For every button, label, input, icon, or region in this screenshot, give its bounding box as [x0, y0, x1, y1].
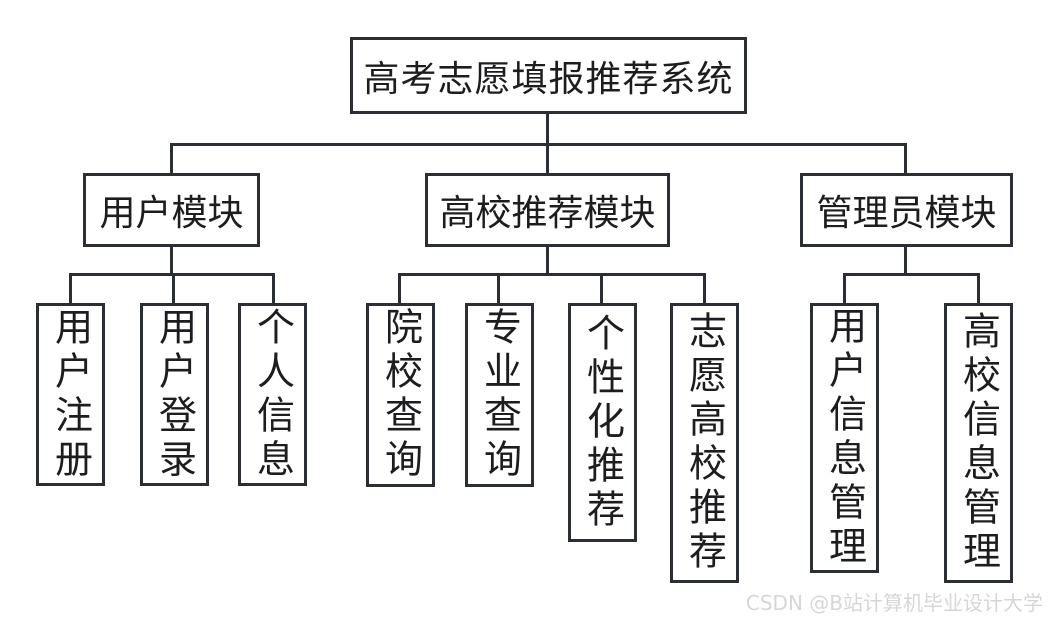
connector-drop-college-query [398, 273, 401, 303]
node-personalized-recommend: 个性化推荐 [568, 303, 637, 542]
connector-level1-bar [170, 143, 907, 146]
node-college-info-manage: 高校信息管理 [944, 303, 1013, 583]
csdn-watermark: CSDN @B站计算机毕业设计大学 [745, 591, 1043, 615]
connector-drop-rec-module [546, 143, 549, 173]
node-user-info-manage-label: 用户信息管理 [822, 306, 867, 570]
node-module-user-label: 用户模块 [99, 193, 244, 234]
node-personal-info-label: 个人信息 [250, 306, 295, 483]
node-module-admin: 管理员模块 [800, 173, 1013, 247]
connector-drop-user-register [69, 273, 72, 303]
node-volunteer-college-recommend: 志愿高校推荐 [670, 303, 739, 583]
connector-drop-personalized [600, 273, 603, 303]
connector-drop-admin-module [904, 143, 907, 173]
node-module-user: 用户模块 [83, 173, 260, 247]
node-user-info-manage: 用户信息管理 [810, 303, 879, 573]
connector-admin-bar [843, 273, 980, 276]
node-root-system: 高考志愿填报推荐系统 [350, 37, 747, 114]
connector-drop-college-info-manage [977, 273, 980, 303]
node-user-register: 用户注册 [36, 303, 105, 486]
connector-rec-stem [546, 247, 549, 276]
node-user-register-label: 用户注册 [48, 306, 93, 483]
node-volunteer-college-recommend-label: 志愿高校推荐 [682, 311, 727, 575]
node-user-login: 用户登录 [140, 303, 209, 486]
connector-user-stem [170, 247, 173, 276]
node-personalized-recommend-label: 个性化推荐 [580, 312, 625, 533]
node-major-query: 专业查询 [465, 303, 534, 487]
node-root-label: 高考志愿填报推荐系统 [363, 58, 734, 100]
connector-drop-volunteer-recommend [703, 273, 706, 303]
connector-rec-bar [398, 273, 706, 276]
node-major-query-label: 专业查询 [477, 307, 522, 483]
node-module-recommendation-label: 高校推荐模块 [439, 193, 656, 234]
node-module-recommendation: 高校推荐模块 [425, 173, 670, 247]
node-college-query: 院校查询 [366, 303, 435, 487]
node-user-login-label: 用户登录 [152, 306, 197, 483]
connector-root-stem [546, 114, 549, 146]
node-college-info-manage-label: 高校信息管理 [956, 311, 1001, 575]
node-module-admin-label: 管理员模块 [816, 193, 997, 234]
node-personal-info: 个人信息 [238, 303, 307, 486]
node-college-query-label: 院校查询 [378, 307, 423, 483]
connector-drop-personal-info [272, 273, 275, 303]
connector-admin-stem [904, 247, 907, 276]
connector-drop-user-module [170, 143, 173, 173]
connector-drop-major-query [497, 273, 500, 303]
connector-drop-user-login [172, 273, 175, 303]
connector-drop-user-info-manage [843, 273, 846, 303]
